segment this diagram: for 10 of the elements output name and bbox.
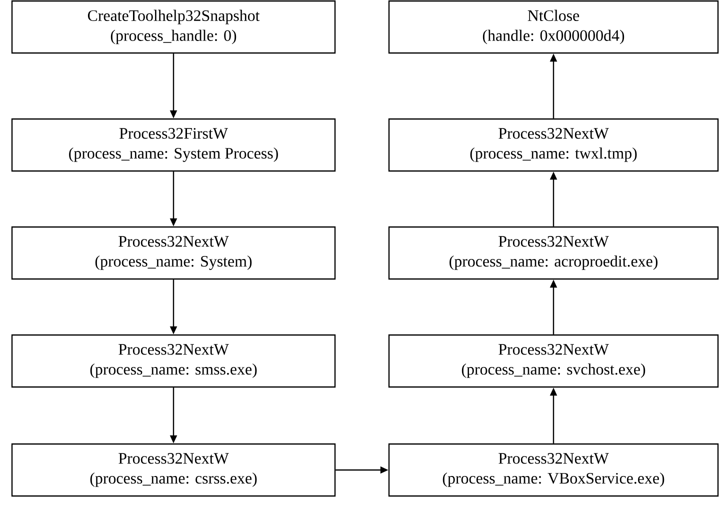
process-box: Process32NextW (process_name: csrss.exe) bbox=[11, 443, 336, 497]
process-box: NtClose (handle: 0x000000d4) bbox=[388, 0, 719, 54]
process-box: Process32NextW (process_name: System) bbox=[11, 226, 336, 280]
process-box: Process32NextW (process_name: smss.exe) bbox=[11, 334, 336, 388]
process-box: Process32NextW (process_name: twxl.tmp) bbox=[388, 118, 719, 172]
process-box: CreateToolhelp32Snapshot (process_handle: 0) bbox=[11, 0, 336, 54]
process-box: Process32FirstW (process_name: System Process) bbox=[11, 118, 336, 172]
process-box: Process32NextW (process_name: acroproedit.exe) bbox=[388, 226, 719, 280]
process-box: Process32NextW (process_name: VBoxService.exe) bbox=[388, 443, 719, 497]
process-box: Process32NextW (process_name: svchost.exe) bbox=[388, 334, 719, 388]
